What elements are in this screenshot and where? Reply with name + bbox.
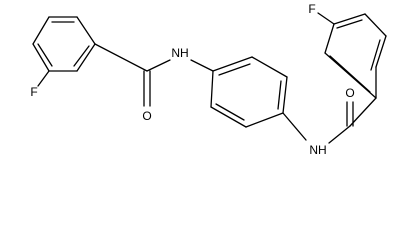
bond — [210, 106, 247, 128]
oxygen-atom-label: O — [142, 109, 151, 123]
bond-carbon-fluorine — [37, 70, 50, 87]
bond — [210, 70, 214, 108]
fluorine-atom-label: F — [308, 2, 315, 16]
bond — [251, 56, 288, 78]
left-fluorophenyl-ring — [32, 16, 96, 72]
bond — [32, 16, 50, 45]
bond-inner-double — [329, 55, 371, 93]
bond-inner-double — [277, 80, 282, 110]
right-fluorophenyl-ring — [324, 13, 387, 99]
bond-carbonyl-nitrogen — [146, 59, 171, 72]
bond-inner-double — [73, 45, 90, 67]
bond — [324, 23, 335, 54]
bond-ring-nitrogen — [282, 112, 307, 141]
bond — [76, 16, 96, 45]
bond-carbon-fluorine — [317, 12, 335, 25]
bond-inner-double — [215, 103, 245, 121]
bond-ring-carbonyl — [94, 43, 148, 72]
amide-nitrogen-label: NH — [309, 143, 326, 157]
amide-nitrogen-label: NH — [171, 46, 188, 60]
bond — [375, 35, 387, 68]
bond-nitrogen-ring — [190, 59, 214, 72]
chemical-structure-diagram: F O NH NH O F — [30, 2, 387, 157]
bond — [32, 43, 50, 72]
bond-inner-double — [336, 19, 363, 29]
bond — [333, 13, 366, 25]
bond — [76, 43, 96, 72]
bond-inner-double — [37, 43, 53, 67]
bond — [245, 112, 284, 128]
central-phenylene-ring — [210, 56, 288, 128]
bond — [364, 13, 387, 37]
bond-inner-double — [218, 63, 251, 76]
bond-carbonyl-ring — [349, 97, 377, 127]
fluorine-atom-label: F — [30, 85, 37, 99]
oxygen-atom-label: O — [345, 86, 354, 100]
bond-nitrogen-carbonyl — [328, 125, 351, 144]
bond — [282, 76, 288, 114]
bond — [212, 56, 253, 72]
bond-inner-double — [370, 39, 381, 71]
